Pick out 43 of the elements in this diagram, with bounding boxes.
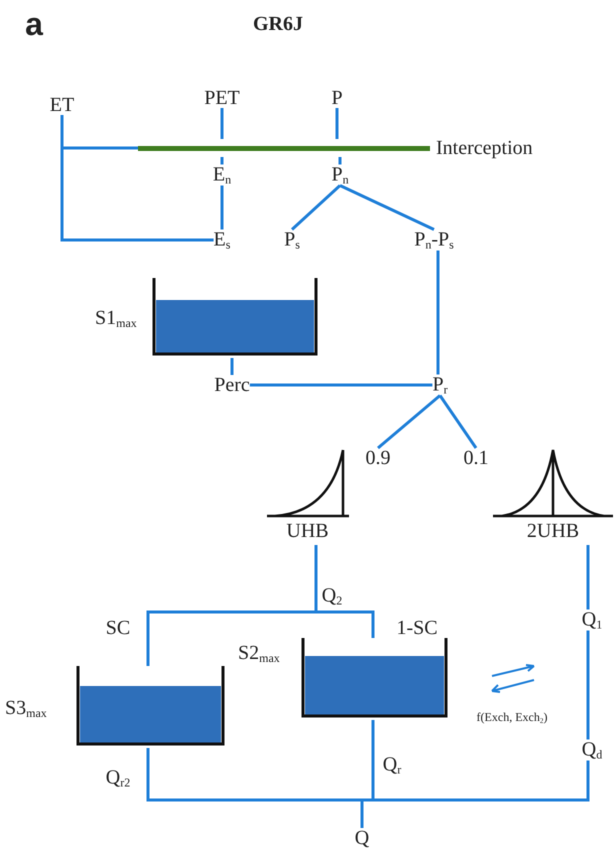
connector-line: [220, 186, 224, 230]
variable-label: Q: [354, 828, 370, 848]
variable-label: P$_{n}$: [331, 164, 349, 186]
connector-line: [290, 184, 342, 231]
variable-label: E$_{n}$: [212, 164, 232, 186]
variable-label: ET: [50, 95, 74, 115]
diagram-title: GR6J: [253, 14, 303, 34]
variable-label: P$_{s}$: [284, 230, 300, 250]
connector-line: [338, 157, 342, 164]
connector-line: [436, 250, 440, 374]
flow-label: Q$_{2}$: [320, 586, 344, 606]
variable-label: P$_{n}$-P$_{s}$: [414, 230, 454, 250]
connector-line: [586, 630, 590, 740]
variable-label: E$_{s}$: [214, 230, 230, 250]
reservoir-label: S2$_{max}$: [238, 643, 280, 667]
variable-label: 0.1: [464, 448, 488, 468]
node-label: Interception: [436, 139, 533, 157]
variable-label: Q$_{d}$: [582, 740, 602, 760]
variable-label: Perc: [214, 375, 250, 395]
node-label: UHB: [285, 520, 330, 542]
reservoir-label: S1$_{max}$: [95, 308, 137, 332]
connector-line: [339, 184, 435, 231]
connector-line: [220, 108, 224, 139]
connector-line: [377, 394, 441, 450]
variable-label: P: [331, 88, 343, 108]
connector-line: [438, 394, 478, 449]
exchange-label: f(Exch, Exch$_{2}$): [476, 711, 548, 725]
reservoir-label: S3$_{max}$: [5, 698, 47, 722]
variable-label: Q$_{1}$: [582, 610, 602, 630]
edge-label: Q$_{r2}$: [104, 768, 132, 788]
panel-letter: a: [25, 8, 43, 40]
connector-line: [230, 358, 234, 375]
connector-line: [586, 545, 590, 610]
connector-line: [60, 115, 214, 242]
variable-label: PET: [204, 88, 240, 108]
connector-line: [314, 545, 374, 638]
variable-label: P$_{r}$: [432, 374, 448, 396]
node-label: 2UHB: [526, 520, 580, 542]
connector-line: [220, 157, 224, 164]
variable-label: 0.9: [366, 448, 390, 468]
connector-line: [336, 108, 338, 139]
edge-label: Q$_{r}$: [380, 754, 404, 776]
connector-line: [250, 384, 432, 386]
